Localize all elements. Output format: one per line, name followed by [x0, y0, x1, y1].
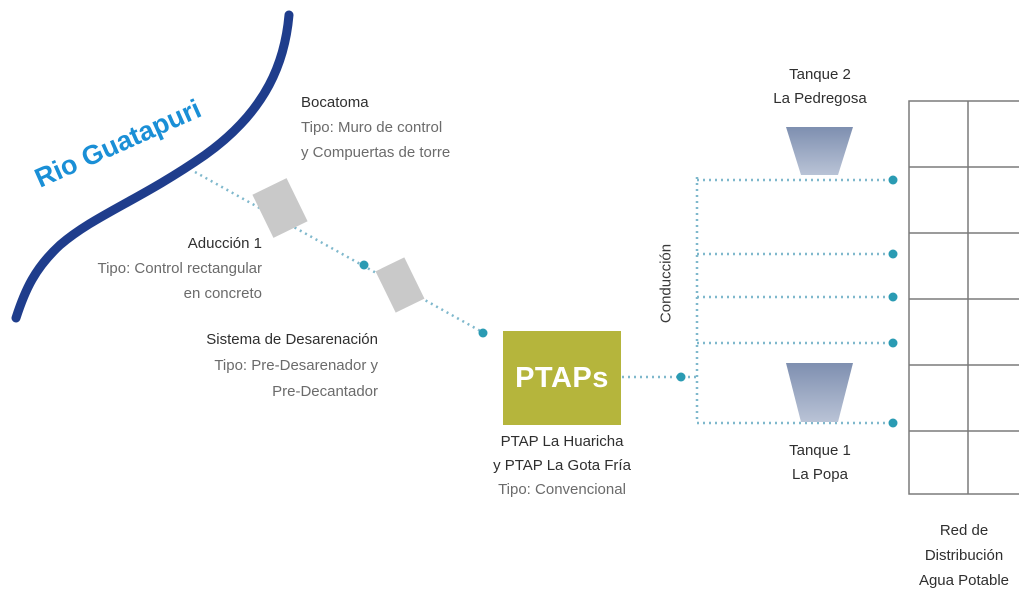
branch-node-2: [888, 249, 898, 259]
tanque-2-shape: [786, 127, 853, 175]
branch-node-4: [888, 338, 898, 348]
tanque-2-line2: La Pedregosa: [773, 90, 867, 107]
ptaps-line2: y PTAP La Gota Fría: [493, 457, 631, 474]
aduccion-node: [359, 260, 369, 270]
aduccion-type-line2: en concreto: [183, 285, 262, 302]
ptaps-type-line: Tipo: Convencional: [498, 481, 626, 498]
ptap-inlet-node: [478, 328, 488, 338]
red-line3: Agua Potable: [918, 572, 1010, 589]
river-line: [11, 10, 294, 323]
desarenacion-type-line2: Pre-Decantador: [272, 383, 378, 400]
bocatoma-type-line2: y Compuertas de torre: [301, 144, 451, 161]
ptap-outlet-node: [676, 372, 686, 382]
river-label: Rio Guatapuri: [30, 93, 205, 193]
ptaps-line1: PTAP La Huaricha: [500, 433, 624, 450]
aduccion-type-line1: Tipo: Control rectangular: [97, 260, 262, 277]
tanque-1-line2: La Popa: [792, 466, 848, 483]
desarenacion-type-line1: Tipo: Pre-Desarenador y: [214, 357, 378, 374]
branch-node-1: [888, 175, 898, 185]
ptaps-box: PTAPs: [503, 331, 621, 425]
aduccion-block: [252, 178, 308, 238]
aduccion-title: Aducción 1: [187, 235, 262, 252]
conduccion-label: Conducción: [657, 243, 675, 324]
desarenacion-title: Sistema de Desarenación: [206, 331, 378, 348]
tanque-2-line1: Tanque 2: [789, 66, 851, 83]
tanque-1-shape: [786, 363, 853, 422]
branch-node-3: [888, 292, 898, 302]
red-line2: Distribución: [924, 547, 1004, 564]
red-line1: Red de: [939, 522, 989, 539]
bocatoma-type-line1: Tipo: Muro de control: [301, 119, 443, 136]
aduccion-line: [194, 170, 485, 335]
branch-node-5: [888, 418, 898, 428]
tanque-1-line1: Tanque 1: [789, 442, 851, 459]
ptaps-box-label: PTAPs: [515, 361, 609, 394]
bocatoma-title: Bocatoma: [301, 94, 369, 111]
desarenacion-block: [375, 257, 425, 313]
distribution-grid: [908, 100, 1019, 495]
